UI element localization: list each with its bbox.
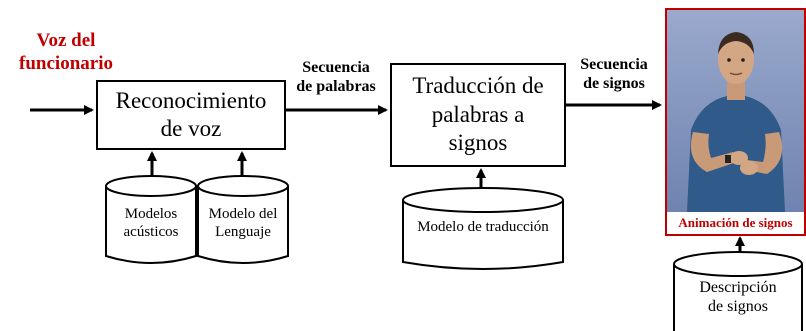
speech-recognition-box: Reconocimiento de voz <box>96 80 286 150</box>
acoustic-models-label: Modelos acústicos <box>123 206 179 240</box>
acoustic-models-cylinder <box>105 175 197 264</box>
sign-description-label: Descripción de signos <box>699 279 777 316</box>
signing-avatar-image <box>667 10 804 212</box>
translation-model-label: Modelo de traducción <box>417 219 549 235</box>
translation-model-cylinder <box>402 187 564 270</box>
translation-box: Traducción de palabras a signos <box>390 63 566 167</box>
sign-description-cylinder <box>673 251 803 331</box>
input-label: Voz del funcionario <box>19 30 113 74</box>
avatar-caption: Animación de signos <box>678 215 793 230</box>
word-sequence-label: Secuencia de palabras <box>296 59 376 96</box>
sign-sequence-label: Secuencia de signos <box>580 56 648 93</box>
avatar-panel: Animación de signos <box>665 8 806 236</box>
language-model-cylinder <box>197 175 289 264</box>
language-model-label: Modelo del Lenguaje <box>208 206 278 240</box>
